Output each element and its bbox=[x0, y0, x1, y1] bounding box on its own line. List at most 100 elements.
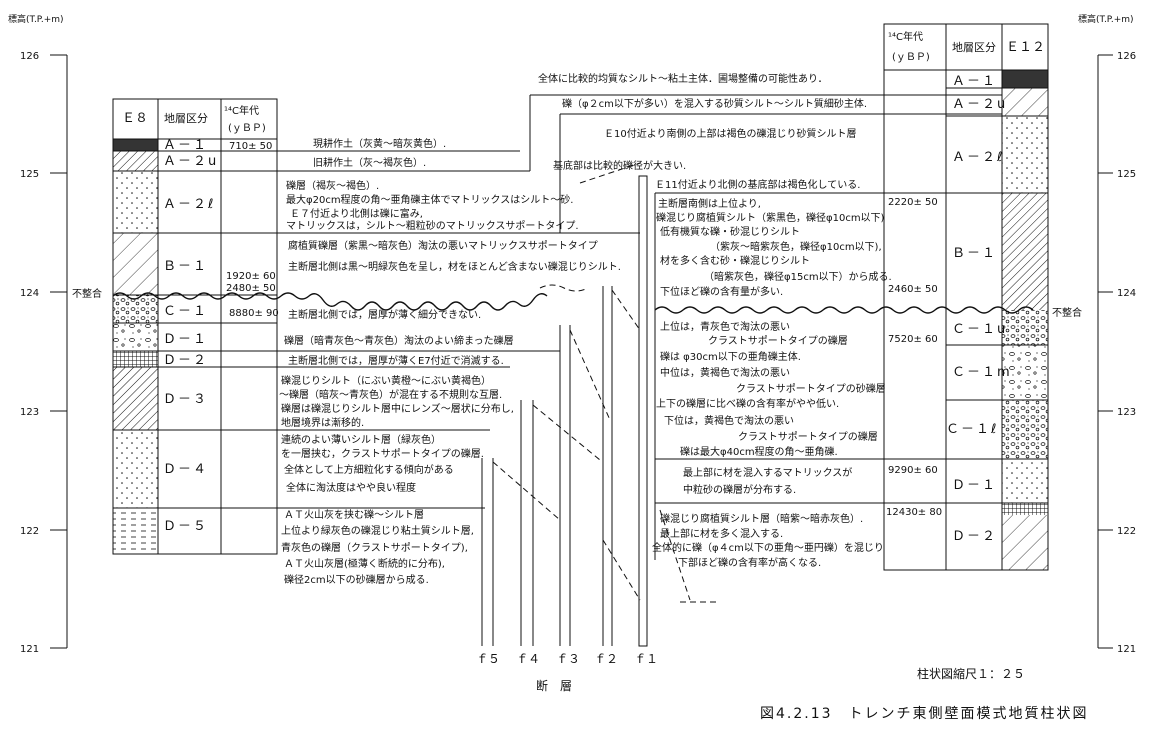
e8-layer-a2u: Ａ－２u bbox=[163, 154, 218, 169]
e8-desc-d4-1: 連続のよい薄いシルト層（緑灰色） bbox=[281, 433, 441, 446]
e8-age-b1-a: 1920± 60 bbox=[226, 271, 276, 282]
e12-age-header-2: (ｙＢＰ) bbox=[892, 52, 930, 63]
e12-desc-a2u: 礫（φ２cm以下が多い）を混入する砂質シルト～シルト質細砂主体. bbox=[562, 97, 867, 110]
left-tick-126: 126 bbox=[20, 51, 39, 62]
left-tick-124: 124 bbox=[20, 288, 39, 299]
e12-layer-d2: Ｄ－２ bbox=[952, 529, 997, 544]
e12-age-4: 9290± 60 bbox=[888, 465, 938, 476]
e8-desc-c1: 主断層北側では，層厚が薄く細分できない. bbox=[288, 308, 481, 321]
e12-desc-c1m-2: クラストサポートタイプの砂礫層 bbox=[736, 382, 886, 395]
e8-desc-d3-1: 礫混じりシルト（にぶい黄橙～にぶい黄褐色） bbox=[281, 374, 491, 387]
figure-caption: 図4.2.13 トレンチ東側壁面模式地質柱状図 bbox=[760, 706, 1089, 722]
e8-desc-d5-4: ＡＴ火山灰層(極薄く断続的に分布), bbox=[284, 557, 445, 570]
e12-desc-d2-1: 礫混じり腐植質シルト層（暗紫～暗赤灰色）. bbox=[660, 512, 863, 525]
e12-title: Ｅ１２ bbox=[1006, 40, 1045, 55]
e12-layer-d1: Ｄ－１ bbox=[952, 478, 997, 493]
e8-layer-d5: Ｄ－５ bbox=[163, 519, 208, 534]
left-tick-123: 123 bbox=[20, 407, 39, 418]
e12-desc-b1-6: （暗紫灰色，礫径φ15cm以下）から成る. bbox=[704, 270, 892, 283]
e8-desc-d4-3: 全体として上方細粒化する傾向がある bbox=[284, 463, 454, 476]
e8-desc-d2: 主断層北側では，層厚が薄くE7付近で消滅する. bbox=[288, 354, 504, 367]
e12-desc-c1m-1: 中位は，黄褐色で淘汰の悪い bbox=[660, 366, 790, 379]
e12-age-5: 12430± 80 bbox=[886, 507, 942, 518]
e12-desc-c1m-3: 上下の礫層に比べ礫の含有率がやや低い. bbox=[656, 397, 839, 410]
unconformity-wavy-line-e12 bbox=[654, 306, 1034, 314]
e12-desc-c1u-3: 礫は φ30cm以下の亜角礫主体. bbox=[660, 350, 801, 363]
e8-desc-a2l-3: Ｅ７付近より北側は礫に富み, bbox=[290, 207, 423, 220]
fault-label-f5: ｆ５ bbox=[476, 652, 500, 666]
e8-layer-d1: Ｄ－１ bbox=[163, 332, 208, 347]
e12-desc-d2-4: 下部ほど礫の含有率が高くなる. bbox=[678, 556, 821, 569]
e8-desc-a2l-4: マトリックスは，シルト～粗粒砂のマトリックスサポートタイプ. bbox=[286, 219, 579, 232]
right-elevation-axis: 標高(T.P.+m) 126 125 124 123 122 121 不整合 bbox=[1052, 13, 1136, 655]
e8-desc-d4-4: 全体に淘汰度はやや良い程度 bbox=[286, 481, 416, 494]
e12-age-3: 7520± 60 bbox=[888, 334, 938, 345]
e12-desc-c1l-2: クラストサポートタイプの礫層 bbox=[738, 430, 878, 443]
e8-layer-d2: Ｄ－２ bbox=[163, 353, 208, 368]
e8-desc-b1-2: 主断層北側は黒～明緑灰色を呈し，材をほとんど含まない礫混じりシルト. bbox=[288, 260, 621, 273]
e8-column: Ｅ８ 地層区分 ¹⁴C年代 (ｙＢＰ) Ａ－１ Ａ－２u Ａ－２ℓ Ｂ－１ Ｃ－ bbox=[112, 98, 279, 555]
e8-desc-d3-4: 地層境界は漸移的. bbox=[281, 416, 364, 429]
e8-layer-b1: Ｂ－１ bbox=[163, 259, 208, 274]
e8-desc-d5-2: 上位より緑灰色の礫混じり粘土質シルト層, bbox=[281, 524, 474, 537]
e12-desc-c1u-1: 上位は，青灰色で淘汰の悪い bbox=[660, 320, 790, 333]
e12-desc-b1-5: 材を多く含む砂・礫混じりシルト bbox=[660, 254, 810, 267]
e8-desc-a1: 現耕作土（灰黄～暗灰黄色）. bbox=[313, 137, 446, 150]
e12-descriptions: 全体に比較的均質なシルト～粘土主体．圃場整備の可能性あり． 礫（φ２cm以下が多… bbox=[529, 72, 1002, 569]
unconformity-dashed-section bbox=[539, 284, 589, 292]
e8-desc-a2l-2: 最大φ20cm程度の角～亜角礫主体でマトリックスはシルト～砂. bbox=[286, 193, 573, 206]
unconformity-wavy-line bbox=[112, 292, 548, 311]
right-tick-122: 122 bbox=[1117, 526, 1136, 537]
e12-desc-a1: 全体に比較的均質なシルト～粘土主体．圃場整備の可能性あり． bbox=[538, 72, 828, 85]
e12-desc-b1-7: 下位ほど礫の含有量が多い. bbox=[660, 285, 783, 298]
e12-desc-c1u-2: クラストサポートタイプの礫層 bbox=[708, 334, 848, 347]
e12-layer-c1u: Ｃ－１u bbox=[952, 322, 1007, 337]
e8-desc-d4-2: を一層挟む，クラストサポートタイプの礫層. bbox=[281, 447, 484, 460]
right-tick-123: 123 bbox=[1117, 407, 1136, 418]
e12-layer-a1: Ａ－１ bbox=[952, 74, 997, 89]
e12-layer-a2u: Ａ－２u bbox=[952, 97, 1007, 112]
left-tick-125: 125 bbox=[20, 169, 39, 180]
e12-desc-b1-3: 低有機質な礫・砂混じりシルト bbox=[660, 225, 800, 238]
e12-desc-c1l-1: 下位は，黄褐色で淘汰の悪い bbox=[664, 414, 794, 427]
left-unconformity-label: 不整合 bbox=[72, 287, 102, 300]
e12-desc-b1-1: 主断層南側は上位より, bbox=[658, 197, 761, 210]
fault-label-f4: ｆ４ bbox=[516, 652, 540, 666]
e12-desc-d1-2: 中粒砂の礫層が分布する. bbox=[683, 483, 796, 496]
e8-desc-a2l-1: 礫層（褐灰～褐色）. bbox=[286, 179, 379, 192]
e12-layer-c1l: Ｃ－１ℓ bbox=[946, 422, 998, 437]
e8-title: Ｅ８ bbox=[122, 111, 148, 126]
e8-age-header-1: ¹⁴C年代 bbox=[224, 104, 259, 117]
e8-age-a1: 710± 50 bbox=[229, 141, 272, 152]
e8-desc-d3-2: ～礫層（暗灰～青灰色）が混在する不規則な互層. bbox=[279, 388, 502, 401]
e8-layer-a2l: Ａ－２ℓ bbox=[163, 197, 215, 212]
e12-desc-c1l-3: 礫は最大φ40cm程度の角～亜角礫. bbox=[680, 445, 838, 458]
e12-desc-b1-4: （紫灰～暗紫灰色，礫径φ10cm以下), bbox=[710, 240, 882, 253]
e8-age-header-2: (ｙＢＰ) bbox=[228, 123, 266, 134]
fault-lines bbox=[481, 162, 720, 647]
right-tick-126: 126 bbox=[1117, 51, 1136, 62]
right-tick-125: 125 bbox=[1117, 169, 1136, 180]
e12-strata-header: 地層区分 bbox=[952, 41, 996, 54]
e8-layer-d3: Ｄ－３ bbox=[163, 392, 208, 407]
scale-note: 柱状図縮尺１：２５ bbox=[917, 666, 1025, 681]
e8-age-b1-b: 2480± 50 bbox=[226, 283, 276, 294]
left-tick-122: 122 bbox=[20, 526, 39, 537]
left-elevation-axis: 標高(T.P.+m) 126 125 124 123 122 121 不整合 bbox=[8, 13, 102, 655]
e12-desc-b1-2: 礫混じり腐植質シルト（紫黒色，礫径φ10cm以下) bbox=[656, 211, 885, 224]
left-axis-title: 標高(T.P.+m) bbox=[8, 13, 64, 25]
e8-desc-b1-1: 腐植質礫層（紫黒～暗灰色）淘汰の悪いマトリックスサポートタイプ bbox=[288, 239, 598, 252]
e12-layer-c1m: Ｃ－１m bbox=[952, 365, 1012, 380]
e8-descriptions: 現耕作土（灰黄～暗灰黄色）. 旧耕作土（灰～褐灰色）. 礫層（褐灰～褐色）. 最… bbox=[277, 137, 640, 586]
right-tick-121: 121 bbox=[1117, 644, 1136, 655]
e12-age-header-1: ¹⁴C年代 bbox=[888, 30, 923, 43]
e12-desc-a2l-3: Ｅ11付近より北側の基底部は褐色化している. bbox=[655, 178, 860, 191]
right-tick-124: 124 bbox=[1117, 288, 1136, 299]
e8-desc-d1: 礫層（暗青灰色～青灰色）淘汰のよい締まった礫層 bbox=[284, 334, 514, 347]
e12-age-1: 2220± 50 bbox=[888, 197, 938, 208]
e8-desc-d5-1: ＡＴ火山灰を挟む礫～シルト層 bbox=[284, 508, 424, 521]
e8-age-c1: 8880± 90 bbox=[229, 308, 279, 319]
right-unconformity-label: 不整合 bbox=[1052, 306, 1082, 319]
e8-layer-d4: Ｄ－４ bbox=[163, 462, 208, 477]
